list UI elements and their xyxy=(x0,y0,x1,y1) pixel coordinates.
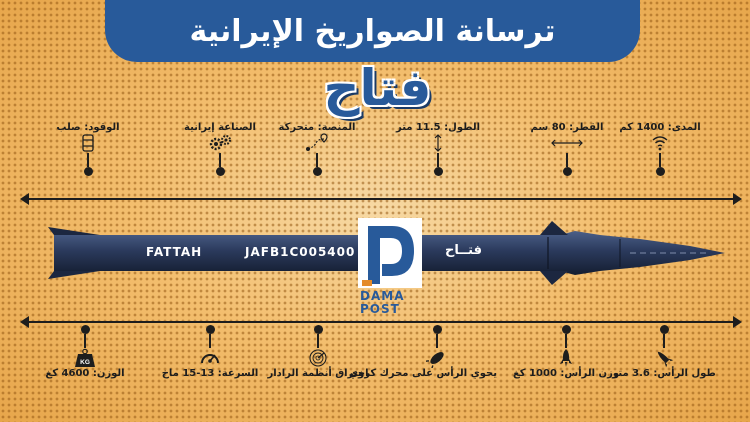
stat-length: الطول: 11.5 متر xyxy=(378,122,498,176)
radar-icon xyxy=(258,348,378,368)
brand-name: DAMA POST xyxy=(360,289,405,316)
weight-icon: KG xyxy=(25,348,145,368)
top-timeline-line xyxy=(20,193,742,205)
fuel-barrel-icon xyxy=(28,133,148,153)
stat-industry: الصناعة إيرانية xyxy=(160,122,280,176)
stat-weight: KG الوزن: 4600 كغ xyxy=(25,325,145,379)
page-title: ترسانة الصواريخ الإيرانية xyxy=(189,13,556,49)
weight-icon-text: KG xyxy=(80,359,90,366)
stat-diameter: القطر: 80 سم xyxy=(507,122,627,176)
stat-fuel: الوقود: صلب xyxy=(28,122,148,176)
missile-serial: JAFB1C005400 xyxy=(245,245,356,259)
stat-warhead-weight: وزن الرأس: 1000 كغ xyxy=(506,325,626,379)
stat-label: اختراق أنظمة الرادار xyxy=(267,368,369,379)
stat-label: الطول: 11.5 متر xyxy=(395,122,481,133)
missile-label-latin: FATTAH xyxy=(146,245,203,259)
bottom-timeline-line xyxy=(20,316,742,328)
diameter-arrow-icon xyxy=(507,133,627,153)
stat-label: المدى: 1400 كم xyxy=(619,122,701,133)
map-route-icon xyxy=(257,133,377,153)
missile-label-arabic: فتــاح xyxy=(445,243,482,258)
missile-head-icon xyxy=(604,348,724,368)
stat-platform: المنصة: متحركة xyxy=(257,122,377,176)
stat-range: المدى: 1400 كم xyxy=(600,122,720,176)
stat-label: الوقود: صلب xyxy=(56,122,120,133)
stat-warhead-length: طول الرأس: 3.6 متر xyxy=(604,325,724,379)
stat-speed: السرعة: 13-15 ماخ xyxy=(150,325,270,379)
range-signal-icon xyxy=(600,133,720,153)
stat-warhead-engine: يحوي الرأس على محرك كروي xyxy=(348,325,497,379)
stat-label: الوزن: 4600 كغ xyxy=(45,368,125,379)
gears-icon xyxy=(160,133,280,153)
length-arrow-icon xyxy=(378,133,498,153)
warhead-icon xyxy=(377,348,497,368)
dama-post-logo: DAMA POST xyxy=(352,218,432,323)
dama-post-d-icon xyxy=(358,218,422,288)
title-banner: ترسانة الصواريخ الإيرانية xyxy=(105,0,640,62)
stat-label: السرعة: 13-15 ماخ xyxy=(161,368,259,379)
stat-radar: اختراق أنظمة الرادار xyxy=(258,325,378,379)
stat-label: وزن الرأس: 1000 كغ xyxy=(512,368,620,379)
rocket-icon xyxy=(506,348,626,368)
stat-label: طول الرأس: 3.6 متر xyxy=(612,368,716,379)
stat-label: المنصة: متحركة xyxy=(278,122,356,133)
speedometer-icon xyxy=(150,348,270,368)
stat-label: يحوي الرأس على محرك كروي xyxy=(348,368,497,379)
stat-label: القطر: 80 سم xyxy=(530,122,604,133)
fattah-logo: فتاح xyxy=(323,59,432,117)
stat-label: الصناعة إيرانية xyxy=(184,122,256,133)
